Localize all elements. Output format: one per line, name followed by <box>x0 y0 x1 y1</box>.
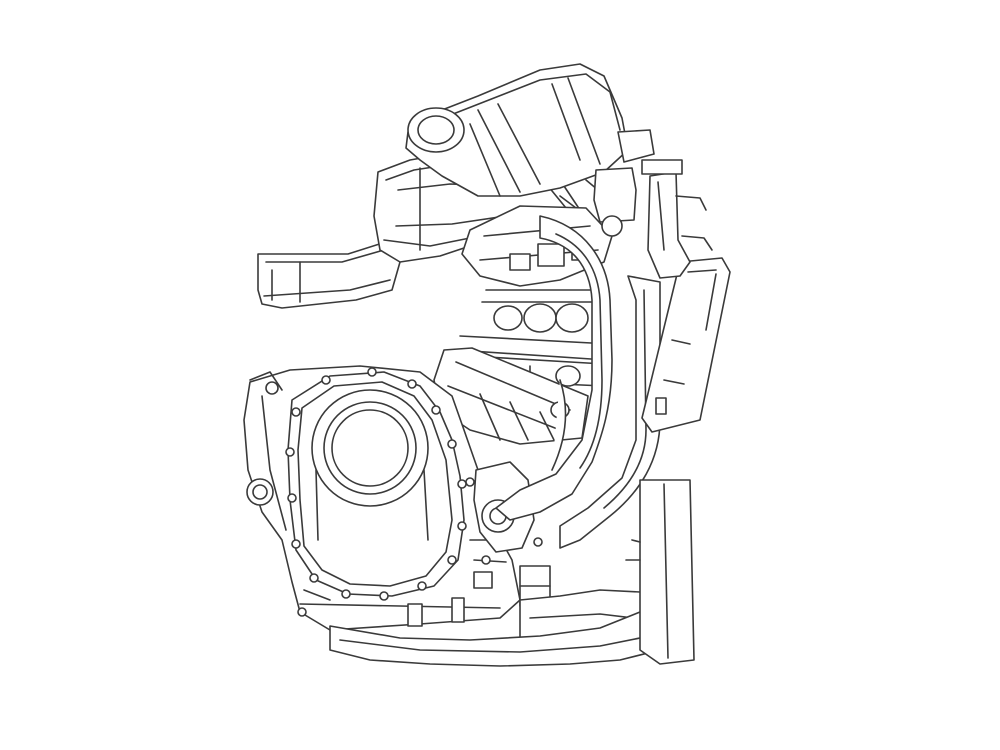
intake-tube <box>405 63 655 227</box>
clutch-cover <box>287 371 465 597</box>
bolts <box>285 367 545 617</box>
collector <box>329 479 695 667</box>
radiator <box>641 159 731 433</box>
intake-snorkel <box>257 239 401 309</box>
